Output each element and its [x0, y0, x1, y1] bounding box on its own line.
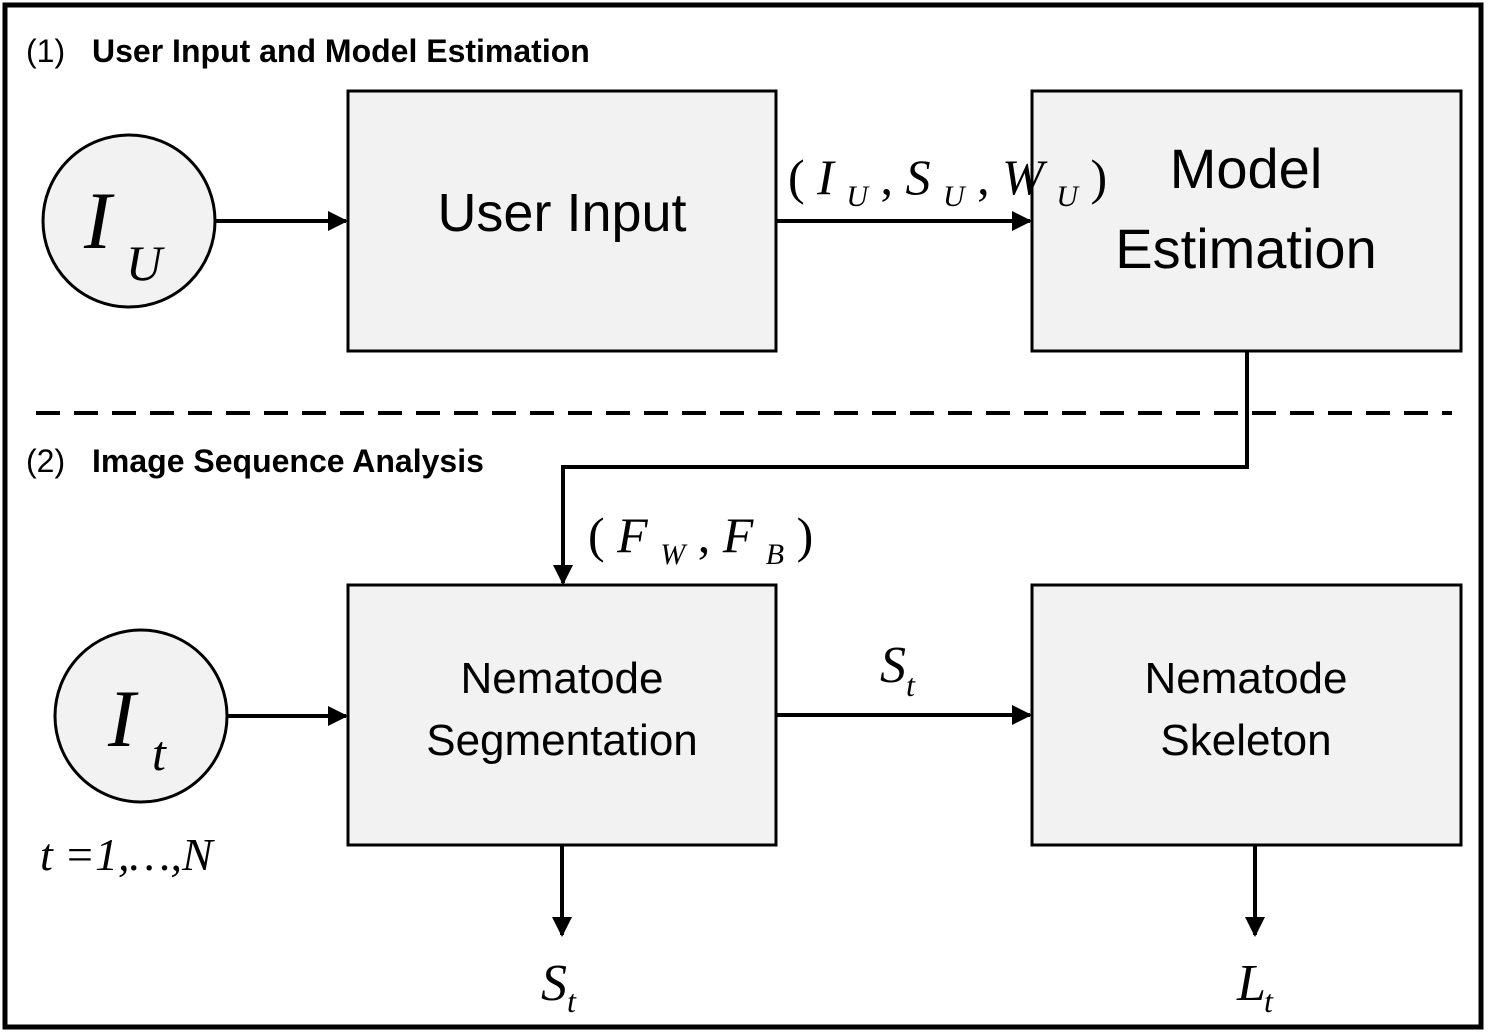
var-i-sub: U — [846, 180, 870, 213]
nematode-segmentation-box: Nematode Segmentation — [346, 583, 778, 847]
section2-heading: (2) Image Sequence Analysis — [26, 443, 484, 479]
output-label-lt: L t — [1236, 955, 1274, 1019]
model-estimation-line1: Model — [1170, 137, 1323, 200]
section2-title: Image Sequence Analysis — [92, 443, 484, 479]
iu-sub: U — [126, 235, 165, 291]
it-range-label: t =1,…,N — [40, 829, 215, 880]
nematode-skeleton-line2: Skeleton — [1160, 716, 1331, 765]
var-f2-sub: B — [766, 538, 784, 571]
paren-open: ( — [588, 507, 605, 563]
edge-label-iu-su-wu: ( I U , S U , W U ) — [788, 149, 1107, 217]
edge-label-fw-fb: ( F W , F B ) — [588, 507, 813, 575]
section1-heading: (1) User Input and Model Estimation — [26, 33, 590, 69]
edge-label-st-mid: S t — [880, 637, 916, 703]
model-estimation-box: Model Estimation — [1030, 89, 1463, 353]
lt-out-sub: t — [1264, 983, 1274, 1019]
arrow-model-estimation-to-segmentation — [553, 351, 1249, 585]
var-f1: F — [616, 507, 648, 563]
comma-2: , — [977, 149, 990, 205]
it-range-var: t — [40, 829, 54, 880]
var-s-sub: U — [943, 180, 967, 213]
st-out-main: S — [541, 955, 567, 1012]
output-label-st: S t — [541, 955, 577, 1019]
st-mid-sub: t — [906, 667, 916, 703]
comma-1: , — [880, 149, 893, 205]
iu-main: I — [83, 175, 115, 266]
model-estimation-line2: Estimation — [1115, 217, 1376, 280]
input-node-iu: I U — [41, 133, 217, 309]
nematode-skeleton-line1: Nematode — [1144, 654, 1347, 703]
section1-number: (1) — [26, 33, 65, 69]
st-out-sub: t — [567, 983, 577, 1019]
it-main: I — [107, 673, 139, 764]
section2-number: (2) — [26, 443, 65, 479]
paren-open: ( — [788, 149, 805, 205]
nematode-segmentation-line2: Segmentation — [426, 716, 698, 765]
paren-close: ) — [1090, 149, 1107, 205]
var-f1-sub: W — [660, 538, 688, 571]
var-i: I — [816, 149, 836, 205]
user-input-label: User Input — [437, 183, 686, 243]
input-node-it: I t — [53, 628, 229, 804]
var-w: W — [1002, 149, 1048, 205]
it-sub: t — [152, 725, 167, 781]
nematode-segmentation-line1: Nematode — [460, 654, 663, 703]
user-input-box: User Input — [346, 89, 778, 353]
it-range-rest: =1,…,N — [64, 829, 215, 880]
section1-title: User Input and Model Estimation — [92, 33, 590, 69]
comma: , — [698, 507, 711, 563]
var-w-sub: U — [1056, 180, 1080, 213]
st-mid-main: S — [880, 637, 906, 694]
var-f2: F — [722, 507, 754, 563]
var-s: S — [905, 149, 930, 205]
lt-out-main: L — [1236, 955, 1266, 1012]
paren-close: ) — [797, 507, 814, 563]
nematode-skeleton-box: Nematode Skeleton — [1030, 583, 1463, 847]
